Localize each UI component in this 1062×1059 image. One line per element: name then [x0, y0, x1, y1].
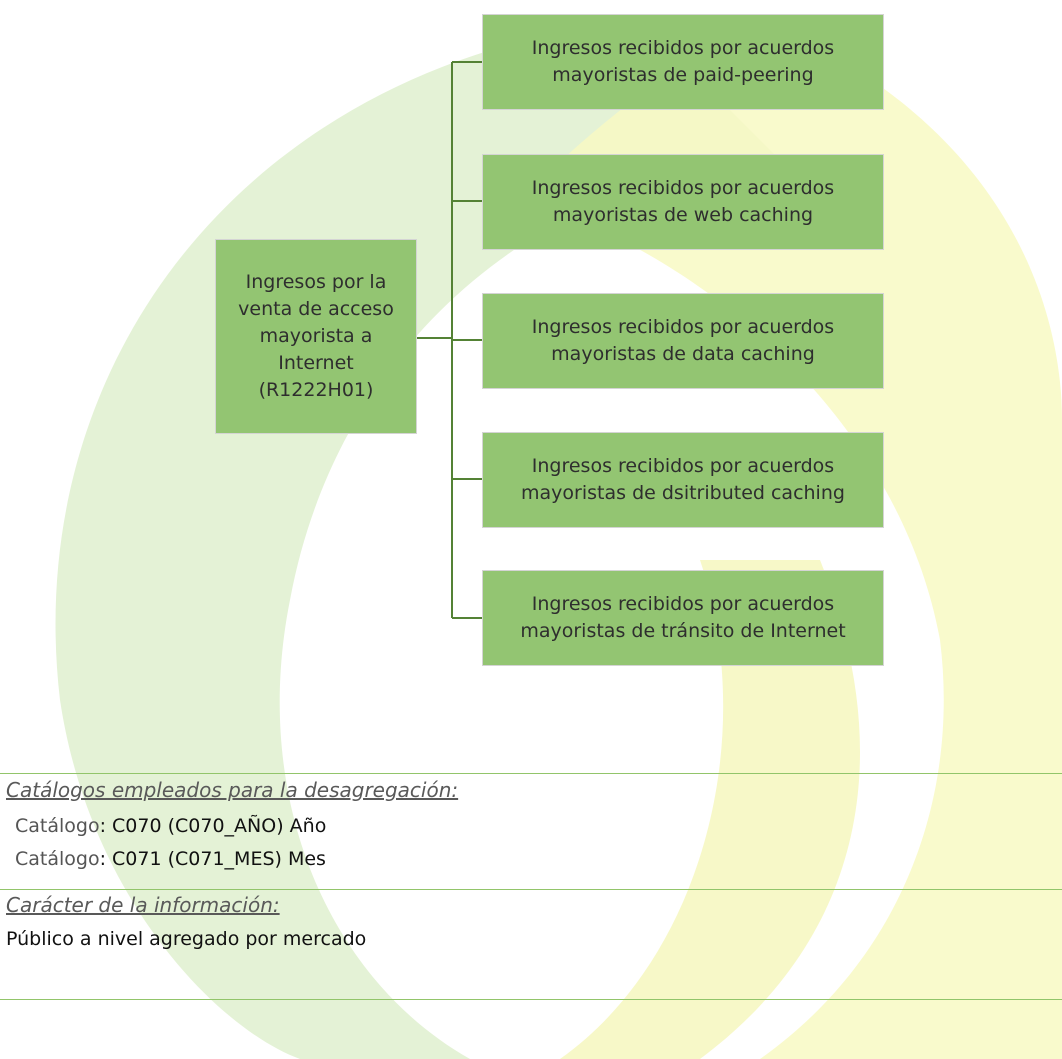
catalog-label: Catálogo — [15, 848, 100, 870]
catalog-line: Catálogo: C070 (C070_AÑO) Año — [15, 815, 326, 837]
child-line: Ingresos recibidos por acuerdos — [531, 316, 835, 338]
child-line: Ingresos recibidos por acuerdos — [531, 593, 835, 615]
catalog-label: Catálogo — [15, 815, 100, 837]
child-line: Ingresos recibidos por acuerdos — [531, 177, 835, 199]
root-line: Ingresos por la — [245, 271, 387, 293]
section-divider — [0, 999, 1062, 1000]
catalog-value: : C071 (C071_MES) Mes — [99, 848, 326, 870]
root-line: Internet — [278, 352, 354, 374]
child-line: Ingresos recibidos por acuerdos — [531, 37, 835, 59]
watermark-inner-ring — [560, 560, 860, 1059]
root-line: (R1222H01) — [258, 379, 374, 401]
child-line: mayoristas de data caching — [551, 343, 815, 365]
character-value: Público a nivel agregado por mercado — [6, 928, 367, 950]
child-line: mayoristas de dsitributed caching — [521, 482, 845, 504]
child-line: mayoristas de web caching — [552, 204, 814, 226]
child-line: mayoristas de paid-peering — [552, 64, 814, 86]
root-line: mayorista a — [259, 325, 373, 347]
root-line: venta de acceso — [238, 298, 394, 320]
child-node-distributed-caching: Ingresos recibidos por acuerdos mayorist… — [482, 432, 884, 528]
catalog-line: Catálogo: C071 (C071_MES) Mes — [15, 848, 326, 870]
child-node-internet-transit: Ingresos recibidos por acuerdos mayorist… — [482, 570, 884, 666]
character-heading: Carácter de la información: — [6, 893, 280, 917]
root-node-text: Ingresos por la venta de acceso mayorist… — [238, 269, 394, 404]
child-line: mayoristas de tránsito de Internet — [520, 620, 846, 642]
catalog-value: : C070 (C070_AÑO) Año — [99, 815, 327, 837]
section-divider — [0, 773, 1062, 774]
watermark-yellow-arc — [520, 20, 1062, 1059]
child-node-data-caching: Ingresos recibidos por acuerdos mayorist… — [482, 293, 884, 389]
child-node-paid-peering: Ingresos recibidos por acuerdos mayorist… — [482, 14, 884, 110]
root-node: Ingresos por la venta de acceso mayorist… — [215, 239, 417, 434]
child-node-web-caching: Ingresos recibidos por acuerdos mayorist… — [482, 154, 884, 250]
section-divider — [0, 889, 1062, 890]
child-line: Ingresos recibidos por acuerdos — [531, 455, 835, 477]
catalogs-heading: Catálogos empleados para la desagregació… — [6, 778, 459, 802]
